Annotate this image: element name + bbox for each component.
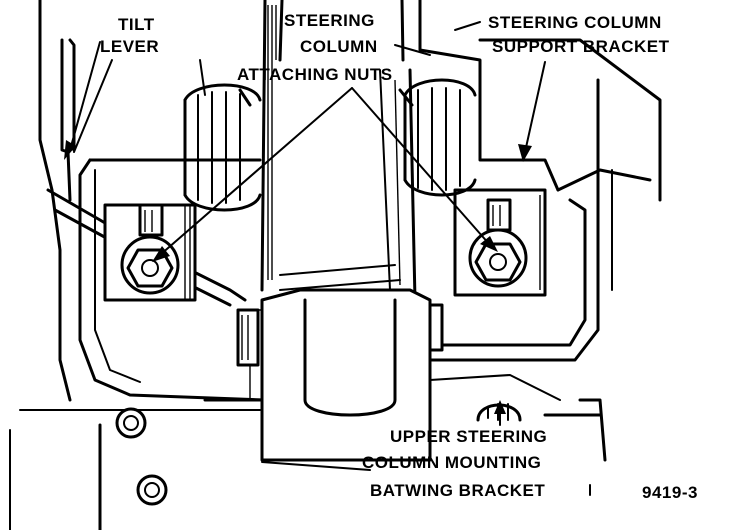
tilt-lever-leader xyxy=(64,41,113,160)
tilt-lever-label-line-1: TILT xyxy=(118,15,155,34)
left-body-panel xyxy=(9,0,261,530)
batwing-bracket-leader xyxy=(494,400,591,496)
batwing-bracket-label-line-1: UPPER STEERING xyxy=(390,427,547,446)
support-bracket-label: STEERING COLUMN SUPPORT BRACKET xyxy=(488,13,670,56)
steering-column-leader xyxy=(394,44,431,56)
batwing-bracket-label: UPPER STEERING COLUMN MOUNTING BATWING B… xyxy=(362,427,547,500)
right-outer-loop xyxy=(428,198,607,462)
support-bracket-label-line-1: STEERING COLUMN xyxy=(488,13,662,32)
attaching-nuts-label: ATTACHING NUTS xyxy=(237,65,393,84)
left-spring-coil xyxy=(183,83,262,212)
attaching-nuts-leader xyxy=(152,87,498,262)
batwing-bracket-label-line-2: COLUMN MOUNTING xyxy=(362,453,541,472)
support-bracket-label-line-2: SUPPORT BRACKET xyxy=(492,37,670,56)
batwing-bracket xyxy=(203,264,522,471)
figure-number: 9419-3 xyxy=(642,483,698,502)
panel-hole-lower-inner xyxy=(144,482,160,498)
batwing-bracket-label-line-3: BATWING BRACKET xyxy=(370,481,545,500)
support-bracket-leader xyxy=(454,21,546,162)
right-attaching-nut xyxy=(468,198,528,288)
steering-column-label: STEERING COLUMN xyxy=(284,11,378,56)
steering-column-label-line-1: STEERING xyxy=(284,11,375,30)
steering-column-shaft xyxy=(260,0,417,302)
panel-hole-upper-inner xyxy=(123,415,139,431)
right-spring-coil xyxy=(398,78,477,197)
tilt-lever-label: TILT LEVER xyxy=(100,15,159,56)
tilt-lever-label-line-2: LEVER xyxy=(100,37,159,56)
steering-column-label-line-2: COLUMN xyxy=(300,37,378,56)
